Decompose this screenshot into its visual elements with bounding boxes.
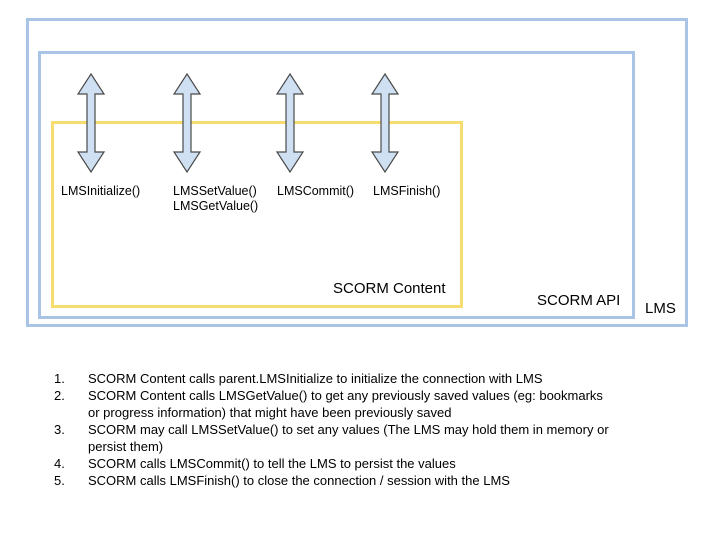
scorm-content-label: SCORM Content [333, 280, 446, 297]
function-label-line: LMSCommit() [277, 184, 355, 198]
step-text: SCORM Content calls LMSGetValue() to get… [88, 388, 603, 420]
function-label-line: LMSSetValue() [173, 184, 257, 198]
step-text: SCORM calls LMSCommit() to tell the LMS … [88, 456, 456, 471]
scorm-content-box [51, 121, 463, 308]
step-number: 1. [54, 371, 65, 386]
double-arrow-icon [76, 73, 106, 173]
step-text: SCORM calls LMSFinish() to close the con… [88, 473, 510, 488]
double-arrow-icon [172, 73, 202, 173]
scorm-api-box [38, 51, 635, 319]
function-label-lmsfinish: LMSFinish() [373, 184, 440, 199]
scorm-api-label: SCORM API [537, 292, 621, 309]
steps-list: 1. SCORM Content calls parent.LMSInitial… [54, 370, 614, 489]
list-item: 2. SCORM Content calls LMSGetValue() to … [54, 387, 614, 421]
function-label-lmscommit: LMSCommit() [277, 184, 354, 199]
list-item: 5. SCORM calls LMSFinish() to close the … [54, 472, 614, 489]
lms-box [26, 18, 688, 327]
function-label-lmssetvalue-lmsgetvalue: LMSSetValue() LMSGetValue() [173, 184, 258, 214]
step-text: SCORM may call LMSSetValue() to set any … [88, 422, 609, 454]
step-number: 5. [54, 473, 65, 488]
step-number: 3. [54, 422, 65, 437]
step-number: 4. [54, 456, 65, 471]
double-arrow-icon [275, 73, 305, 173]
function-label-line: LMSFinish() [373, 184, 441, 198]
function-label-lmsinitialize: LMSInitialize() [61, 184, 140, 199]
step-text: SCORM Content calls parent.LMSInitialize… [88, 371, 543, 386]
function-label-line: LMSInitialize() [61, 184, 141, 198]
list-item: 4. SCORM calls LMSCommit() to tell the L… [54, 455, 614, 472]
list-item: 1. SCORM Content calls parent.LMSInitial… [54, 370, 614, 387]
function-label-line: LMSGetValue() [173, 199, 259, 213]
double-arrow-icon [370, 73, 400, 173]
list-item: 3. SCORM may call LMSSetValue() to set a… [54, 421, 614, 455]
step-number: 2. [54, 388, 65, 403]
lms-label: LMS [645, 300, 676, 317]
